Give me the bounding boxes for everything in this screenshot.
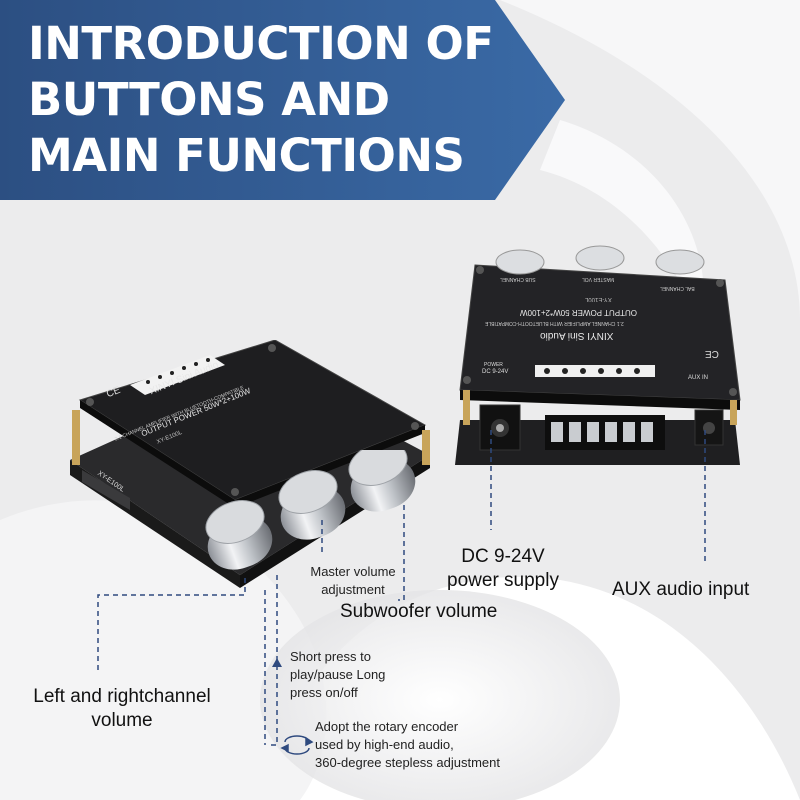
rear-aux-label: AUX IN — [688, 375, 709, 381]
rear-model-text: XY-E100L — [585, 296, 612, 302]
knob-group — [200, 450, 423, 578]
rear-knob-label-3: BAL CHANNEL — [660, 285, 695, 291]
rear-knob-label-2: MASTER VOL — [582, 276, 615, 282]
left-right-volume-knob[interactable] — [200, 493, 280, 578]
banner-title-line-1: INTRODUCTION OF — [28, 17, 494, 70]
amplifier-rear-view — [455, 245, 741, 465]
rear-power-range: DC 9-24V — [482, 369, 509, 375]
subwoofer-volume-text: Subwoofer volume — [340, 601, 498, 622]
banner-title: INTRODUCTION OF BUTTONS AND MAIN FUNCTIO… — [28, 16, 548, 184]
rear-subtitle-text: 2.1 CHANNEL AMPLIFIER WITH BLUETOOTH-COM… — [485, 320, 624, 326]
aux-input-label: AUX audio input — [612, 578, 749, 602]
rear-power-text: OUTPUT POWER 50W*2+100W — [520, 308, 637, 317]
master-volume-knob[interactable] — [273, 463, 353, 548]
speaker-terminals — [545, 415, 665, 450]
banner-title-line-3: MAIN FUNCTIONS — [28, 129, 465, 182]
short-press-text: Short press to play/pause Long press on/… — [290, 649, 386, 700]
rear-ce-mark: CE — [705, 348, 719, 359]
rear-knob-label-1: SUB CHANNEL — [500, 276, 536, 282]
subwoofer-volume-knob[interactable] — [343, 450, 423, 520]
rotary-encoder-label: Adopt the rotary encoder used by high-en… — [315, 718, 500, 772]
dc-power-text: DC 9-24V power supply — [447, 546, 559, 591]
rear-power-label: POWER — [484, 362, 503, 368]
rear-brand-text: XINYI Sini Audio — [540, 330, 614, 341]
dc-power-label: DC 9-24V power supply — [418, 545, 588, 593]
aux-input-text: AUX audio input — [612, 579, 750, 600]
banner-title-line-2: BUTTONS AND — [28, 73, 390, 126]
subwoofer-volume-label: Subwoofer volume — [340, 600, 497, 624]
master-volume-label: Master volume adjustment — [288, 563, 418, 599]
left-right-volume-text: Left and rightchannel volume — [33, 686, 211, 731]
title-banner — [0, 0, 565, 200]
left-right-volume-label: Left and rightchannel volume — [12, 685, 232, 733]
rotary-encoder-text: Adopt the rotary encoder used by high-en… — [315, 719, 501, 770]
short-press-label: Short press to play/pause Long press on/… — [290, 648, 385, 702]
master-volume-text: Master volume adjustment — [310, 564, 396, 597]
